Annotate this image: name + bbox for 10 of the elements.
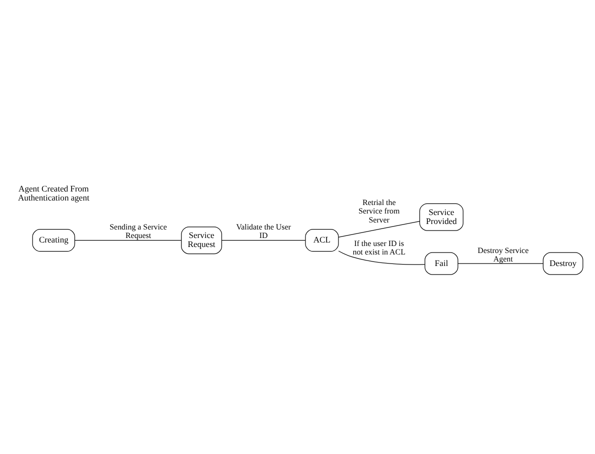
node-box: Creating xyxy=(32,228,76,252)
connector xyxy=(338,250,426,264)
node-box: Service Request xyxy=(181,226,222,254)
node-box: Fail xyxy=(424,252,458,274)
node-box: Service Provided xyxy=(419,202,464,230)
node-box: Destroy xyxy=(542,252,584,274)
connector xyxy=(338,220,420,238)
connector xyxy=(458,262,544,264)
node-label: Agent Created From Authentication agent xyxy=(18,183,90,202)
node-box: ACL xyxy=(305,228,339,252)
